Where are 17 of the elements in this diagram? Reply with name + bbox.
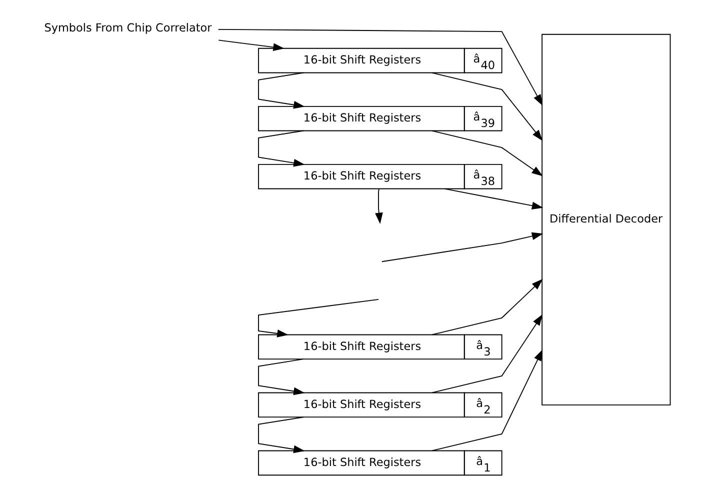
arrow	[430, 314, 542, 394]
node-box: Differential Decoder	[541, 34, 670, 406]
arrow	[258, 298, 378, 338]
arrow	[258, 358, 304, 396]
arrow	[258, 72, 304, 109]
arrow	[430, 278, 542, 336]
arrow	[430, 130, 542, 176]
arrow	[430, 350, 542, 452]
node-text: Symbols From Chip Correlator	[44, 22, 212, 35]
arrow	[218, 40, 284, 52]
arrow	[374, 188, 382, 224]
arrow	[258, 130, 304, 167]
arrow	[430, 72, 542, 141]
arrow	[258, 416, 304, 454]
arrow	[217, 28, 542, 106]
arrow	[380, 232, 543, 262]
arrow	[444, 188, 543, 210]
